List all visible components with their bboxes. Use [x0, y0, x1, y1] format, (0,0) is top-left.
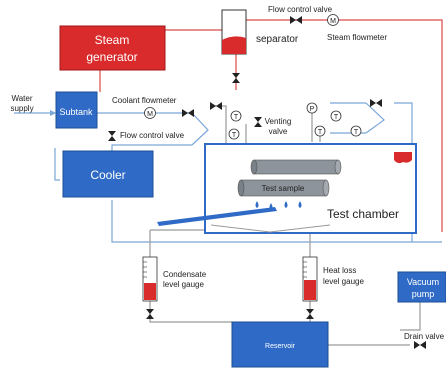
- svg-text:P: P: [310, 106, 315, 113]
- svg-text:T: T: [334, 114, 339, 121]
- condensate-gauge-label-2: level gauge: [163, 280, 204, 289]
- condensate-level-gauge: [142, 256, 158, 302]
- inlet-temperature-icon: T: [230, 110, 242, 122]
- steam-flowmeter-label: Steam flowmeter: [327, 33, 387, 42]
- condensate-tray: [157, 207, 277, 226]
- steam-generator-label-1: Steam: [95, 33, 130, 47]
- svg-text:T: T: [232, 132, 237, 139]
- test-sample: Test sample: [237, 179, 330, 197]
- vacuum-pump-label-2: pump: [412, 289, 435, 299]
- separator-drain-valve: [232, 73, 240, 83]
- cooler: Cooler: [62, 150, 154, 198]
- coolant-outlet-valve-icon: [370, 99, 382, 107]
- subtank-label: Subtank: [59, 107, 93, 117]
- inlet-valve-icon: [210, 102, 222, 110]
- drain-valve-label: Drain valve: [404, 332, 445, 341]
- svg-text:T: T: [354, 129, 359, 136]
- sample-temperature-icon: T: [228, 128, 240, 140]
- condensate-drain-valve: [146, 309, 154, 319]
- coolant-outlet-temperature-icon: T: [350, 125, 362, 137]
- flow-control-valve-mid: [108, 131, 116, 141]
- water-supply-label-1: Water: [11, 94, 32, 103]
- svg-text:T: T: [234, 114, 239, 121]
- separator-label: separator: [256, 34, 299, 45]
- pressure-gauge-icon: P: [306, 102, 318, 114]
- flow-control-valve-top: [290, 16, 302, 24]
- test-sample-label: Test sample: [262, 184, 305, 193]
- vacuum-pump-label-1: Vacuum: [407, 277, 439, 287]
- coolant-flowmeter-label: Coolant flowmeter: [112, 96, 177, 105]
- venting-valve-label-1: Venting: [265, 117, 292, 126]
- water-supply-label-2: supply: [10, 104, 33, 113]
- test-chamber-label: Test chamber: [327, 207, 399, 221]
- coolant-valve-icon: [182, 109, 194, 117]
- steam-generator-label-2: generator: [86, 50, 137, 64]
- svg-text:T: T: [318, 129, 323, 136]
- coolant-flowmeter-icon: M: [144, 107, 156, 119]
- heat-loss-gauge-label-2: level gauge: [323, 277, 364, 286]
- svg-text:M: M: [330, 18, 336, 25]
- flow-control-valve-mid-label: Flow control valve: [120, 131, 185, 140]
- steam-flowmeter-icon: M: [327, 14, 339, 26]
- heat-loss-gauge-label-1: Heat loss: [323, 266, 356, 275]
- condensate-gauge-label-1: Condensate: [163, 270, 207, 279]
- water-supply-arrow: [50, 110, 56, 116]
- drain-valve-icon: [414, 341, 426, 349]
- svg-text:M: M: [147, 111, 153, 118]
- separator: separator: [221, 9, 299, 55]
- vacuum-pump: Vacuum pump: [397, 271, 446, 303]
- cooler-label: Cooler: [90, 168, 125, 182]
- subtank: Subtank: [55, 91, 98, 129]
- coolant-temperature-icon: T: [330, 110, 342, 122]
- heat-loss-drain-valve: [306, 309, 314, 319]
- reservoir-label: Reservoir: [265, 343, 296, 350]
- flow-control-valve-top-label: Flow control valve: [268, 5, 333, 14]
- heat-loss-level-gauge: [302, 256, 318, 302]
- chamber-temperature-icon: T: [314, 125, 326, 137]
- steam-generator: Steam generator: [59, 25, 166, 71]
- test-chamber: Test sample Test chamber: [157, 143, 417, 234]
- reservoir: Reservoir: [231, 321, 329, 368]
- venting-valve-icon: [254, 117, 262, 127]
- venting-valve-label-2: valve: [269, 127, 288, 136]
- chamber-heater-icon: [394, 152, 412, 164]
- cooling-cylinder: [250, 159, 342, 175]
